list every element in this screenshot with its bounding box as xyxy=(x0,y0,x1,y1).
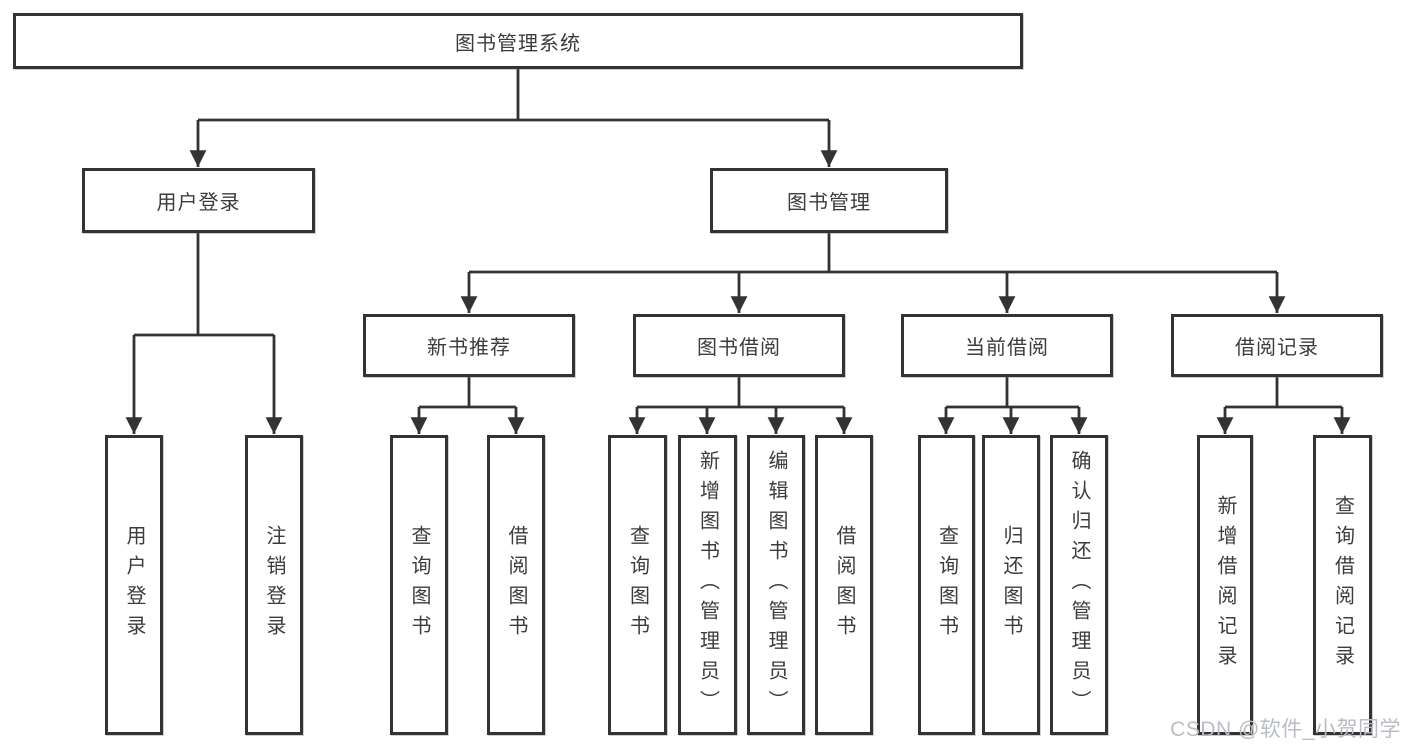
leaf-query-borrow-record-label: 查询借阅记录 xyxy=(1331,495,1354,675)
node-book-borrowing: 图书借阅 xyxy=(633,314,845,377)
leaf-borrow-books-recommend: 借阅图书 xyxy=(487,435,545,735)
leaf-query-books-borrowing: 查询图书 xyxy=(608,435,667,735)
csdn-watermark: CSDN @软件_小贺同学 xyxy=(1170,718,1401,741)
node-library-system: 图书管理系统 xyxy=(13,13,1023,69)
leaf-query-books-recommend-label: 查询图书 xyxy=(408,525,430,645)
node-borrow-records: 借阅记录 xyxy=(1171,314,1383,377)
node-new-book-recommend: 新书推荐 xyxy=(363,314,575,377)
node-book-management: 图书管理 xyxy=(710,168,948,233)
leaf-borrow-books: 借阅图书 xyxy=(815,435,873,735)
leaf-add-borrow-record-label: 新增借阅记录 xyxy=(1214,495,1236,675)
leaf-return-books-label: 归还图书 xyxy=(1000,525,1022,645)
leaf-query-books-recommend: 查询图书 xyxy=(390,435,448,735)
leaf-add-books-admin-label: 新增图书（管理员） xyxy=(696,450,719,720)
leaf-add-borrow-record: 新增借阅记录 xyxy=(1197,435,1253,735)
leaf-query-books-current-label: 查询图书 xyxy=(935,525,958,645)
node-library-system-label: 图书管理系统 xyxy=(455,32,581,55)
leaf-edit-books-admin-label: 编辑图书（管理员） xyxy=(765,450,787,720)
node-user-login: 用户登录 xyxy=(82,168,315,233)
leaf-query-borrow-record: 查询借阅记录 xyxy=(1313,435,1372,735)
leaf-edit-books-admin: 编辑图书（管理员） xyxy=(747,435,805,735)
node-user-login-label: 用户登录 xyxy=(156,192,241,214)
node-book-borrowing-label: 图书借阅 xyxy=(697,337,781,359)
leaf-query-books-borrowing-label: 查询图书 xyxy=(626,525,649,645)
node-new-book-recommend-label: 新书推荐 xyxy=(427,337,511,359)
leaf-add-books-admin: 新增图书（管理员） xyxy=(678,435,737,735)
leaf-logout-label: 注销登录 xyxy=(263,525,285,645)
leaf-borrow-books-label: 借阅图书 xyxy=(833,525,855,645)
leaf-confirm-return-admin: 确认归还（管理员） xyxy=(1050,435,1108,735)
leaf-borrow-books-recommend-label: 借阅图书 xyxy=(505,525,527,645)
node-book-management-label: 图书管理 xyxy=(787,192,871,214)
node-borrow-records-label: 借阅记录 xyxy=(1235,337,1319,359)
leaf-user-login-label: 用户登录 xyxy=(123,525,145,645)
leaf-confirm-return-admin-label: 确认归还（管理员） xyxy=(1068,450,1090,720)
node-current-borrowing-label: 当前借阅 xyxy=(965,337,1049,359)
leaf-user-login: 用户登录 xyxy=(105,435,163,735)
node-current-borrowing: 当前借阅 xyxy=(901,314,1113,377)
leaf-logout: 注销登录 xyxy=(245,435,303,735)
leaf-query-books-current: 查询图书 xyxy=(918,435,975,735)
leaf-return-books: 归还图书 xyxy=(982,435,1040,735)
